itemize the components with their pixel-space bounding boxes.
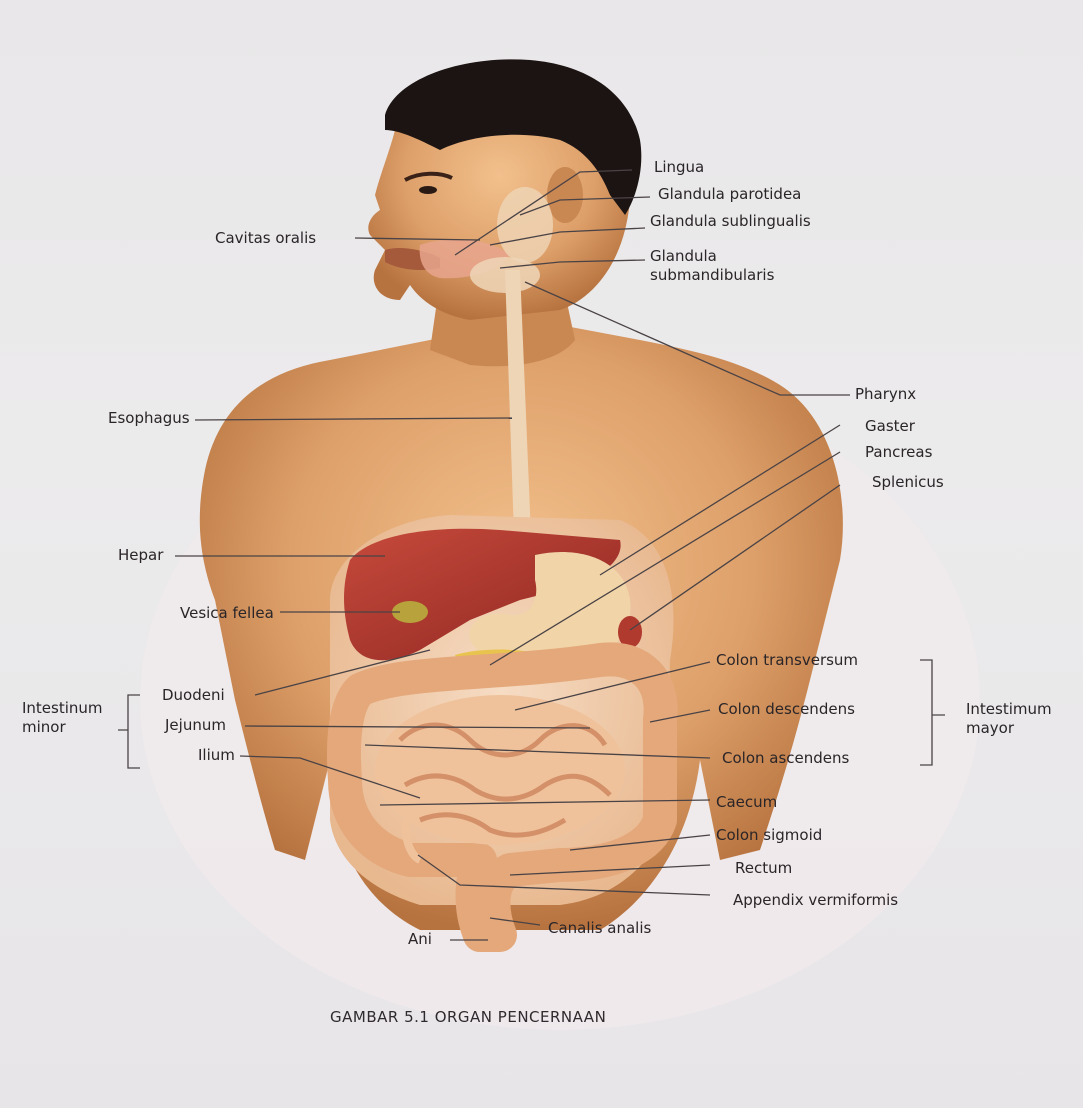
label-glandula-parotidea: Glandula parotidea	[658, 185, 801, 203]
label-glandula-sublingualis: Glandula sublingualis	[650, 212, 811, 230]
label-esophagus: Esophagus	[108, 409, 190, 427]
label-colon-transversum: Colon transversum	[716, 651, 858, 669]
label-splenicus: Splenicus	[872, 473, 944, 491]
parotid-gland	[497, 187, 553, 263]
label-ani: Ani	[408, 930, 432, 948]
label-glandula-submandibularis-line1: Glandula	[650, 247, 717, 265]
label-gaster: Gaster	[865, 417, 915, 435]
label-intestimum-mayor-line1: Intestimum	[966, 700, 1052, 718]
label-vesica-fellea: Vesica fellea	[180, 604, 274, 622]
label-jejunum: Jejunum	[165, 716, 226, 734]
label-intestimum-mayor-line2: mayor	[966, 719, 1014, 737]
label-canalis-analis: Canalis analis	[548, 919, 651, 937]
submandibular-gland	[470, 257, 540, 293]
label-rectum: Rectum	[735, 859, 792, 877]
label-pancreas: Pancreas	[865, 443, 932, 461]
bracket-intestinum-minor	[118, 695, 140, 768]
label-duodeni: Duodeni	[162, 686, 225, 704]
label-intestinum-minor-line1: Intestinum	[22, 699, 103, 717]
label-hepar: Hepar	[118, 546, 163, 564]
small-intestine	[375, 695, 625, 845]
label-lingua: Lingua	[654, 158, 704, 176]
ear	[547, 167, 583, 223]
figure-caption: GAMBAR 5.1 ORGAN PENCERNAAN	[330, 1008, 606, 1026]
eye	[419, 186, 437, 194]
label-colon-ascendens: Colon ascendens	[722, 749, 849, 767]
label-ilium: Ilium	[198, 746, 235, 764]
label-colon-sigmoid: Colon sigmoid	[716, 826, 822, 844]
label-intestinum-minor-line2: minor	[22, 718, 66, 736]
label-appendix-vermiformis: Appendix vermiformis	[733, 891, 898, 909]
label-colon-descendens: Colon descendens	[718, 700, 855, 718]
label-glandula-submandibularis-line2: submandibularis	[650, 266, 774, 284]
label-pharynx: Pharynx	[855, 385, 916, 403]
label-cavitas-oralis: Cavitas oralis	[215, 229, 316, 247]
label-caecum: Caecum	[716, 793, 777, 811]
